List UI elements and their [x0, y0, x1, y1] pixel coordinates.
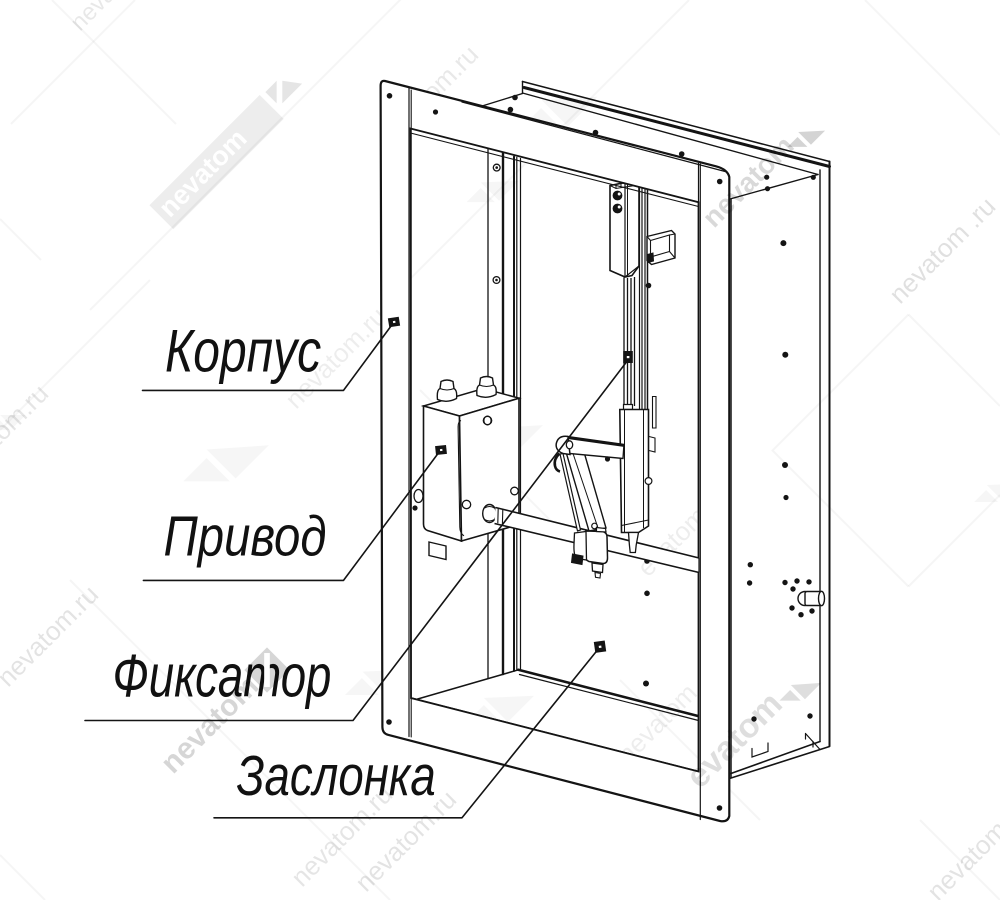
svg-text:Корпус: Корпус [165, 317, 321, 384]
svg-text:Привод: Привод [164, 505, 327, 568]
svg-text:Заслонка: Заслонка [237, 743, 436, 807]
svg-text:Фиксатор: Фиксатор [113, 644, 332, 710]
